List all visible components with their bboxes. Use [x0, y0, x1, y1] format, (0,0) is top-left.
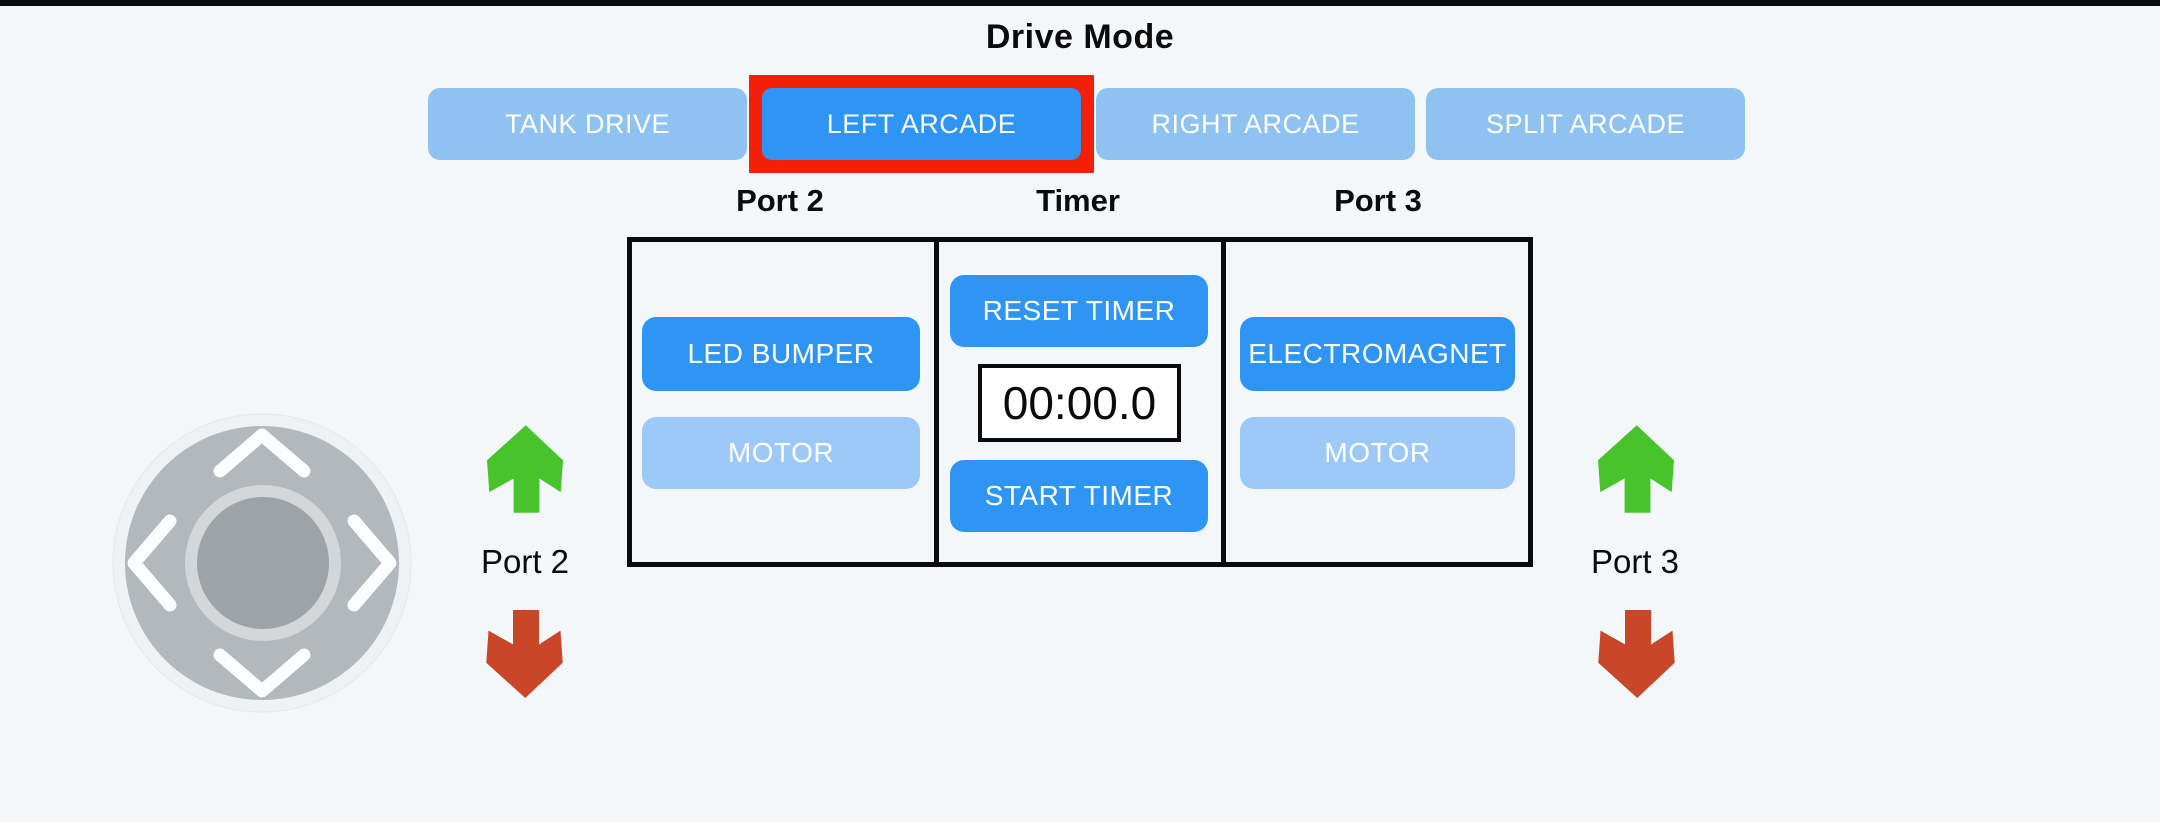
page-title: Drive Mode [985, 18, 1175, 56]
selected-mode-highlight-border: LEFT ARCADE [749, 75, 1094, 173]
top-black-bar [0, 0, 2160, 6]
port3-up-arrow-icon[interactable] [1598, 425, 1674, 513]
joystick-up-chevron-icon [213, 428, 311, 478]
column-divider [1221, 242, 1226, 562]
port2-up-arrow-icon[interactable] [487, 425, 563, 513]
control-panel-table: LED BUMPER MOTOR RESET TIMER 00:00.0 STA… [627, 237, 1533, 567]
port2-motor-button[interactable]: MOTOR [642, 417, 920, 489]
joystick-left-chevron-icon [127, 514, 177, 612]
port2-column-header: Port 2 [736, 183, 824, 218]
joystick-control[interactable] [112, 413, 412, 713]
joystick-down-chevron-icon [213, 648, 311, 698]
joystick-right-chevron-icon [347, 514, 397, 612]
timer-display: 00:00.0 [978, 364, 1181, 442]
timer-column-header: Timer [1036, 183, 1120, 218]
start-timer-button[interactable]: START TIMER [950, 460, 1208, 532]
port2-down-arrow-icon[interactable] [486, 610, 563, 698]
drive-mode-button-row: TANK DRIVE LEFT ARCADE RIGHT ARCADE SPLI… [428, 75, 1748, 173]
joystick-knob [197, 497, 329, 629]
tank-drive-button[interactable]: TANK DRIVE [428, 88, 747, 160]
port3-down-arrow-icon[interactable] [1598, 610, 1675, 698]
right-arcade-button[interactable]: RIGHT ARCADE [1096, 88, 1415, 160]
left-arcade-button[interactable]: LEFT ARCADE [762, 88, 1081, 160]
port3-indicator-label: Port 3 [1590, 543, 1680, 580]
column-divider [934, 242, 939, 562]
reset-timer-button[interactable]: RESET TIMER [950, 275, 1208, 347]
split-arcade-button[interactable]: SPLIT ARCADE [1426, 88, 1745, 160]
led-bumper-button[interactable]: LED BUMPER [642, 317, 920, 391]
port2-indicator-label: Port 2 [480, 543, 570, 580]
electromagnet-button[interactable]: ELECTROMAGNET [1240, 317, 1515, 391]
port3-motor-button[interactable]: MOTOR [1240, 417, 1515, 489]
port3-column-header: Port 3 [1334, 183, 1422, 218]
